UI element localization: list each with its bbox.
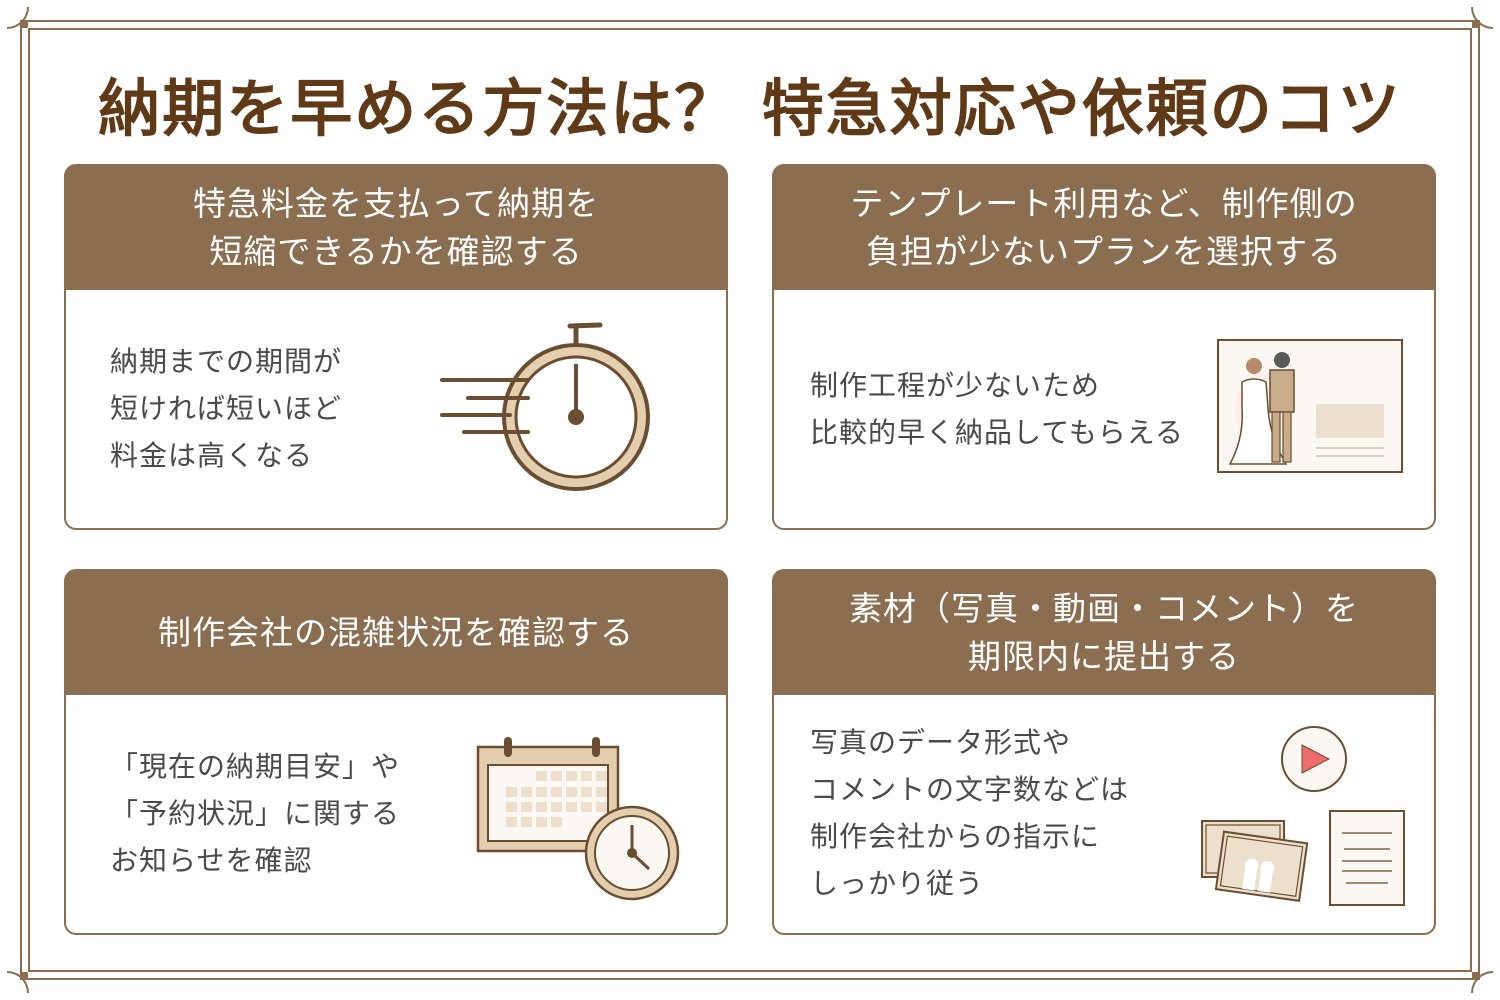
card-body-text: 写真のデータ形式や コメントの文字数などは 制作会社からの指示に しっかり従う xyxy=(810,719,1129,907)
body-line: 「現在の納期目安」や xyxy=(110,750,401,783)
body-line: 「予約状況」に関する xyxy=(110,797,401,830)
calendar-clock-icon xyxy=(476,737,680,901)
card-template-plan: テンプレート利用など、制作側の 負担が少ないプランを選択する 制作工程が少ないた… xyxy=(772,164,1436,530)
frame-corner-bottom-left xyxy=(20,972,28,980)
card-submit-materials: 素材（写真・動画・コメント）を 期限内に提出する 写真のデータ形式や コメントの… xyxy=(772,569,1436,935)
body-line: しっかり従う xyxy=(810,867,985,900)
card-production-status: 制作会社の混雑状況を確認する 「現在の納期目安」や 「予約状況」に関する お知ら… xyxy=(64,569,728,935)
card-heading-line: テンプレート利用など、制作側の xyxy=(850,184,1358,223)
frame-corner-top-left xyxy=(20,20,28,28)
card-heading: 制作会社の混雑状況を確認する xyxy=(64,569,728,697)
body-line: 納期までの期間が xyxy=(110,345,343,378)
wedding-template-icon xyxy=(1217,339,1403,473)
card-body: 「現在の納期目安」や 「予約状況」に関する お知らせを確認 xyxy=(64,695,728,935)
card-body: 写真のデータ形式や コメントの文字数などは 制作会社からの指示に しっかり従う xyxy=(772,695,1436,935)
card-heading: 素材（写真・動画・コメント）を 期限内に提出する xyxy=(772,569,1436,697)
card-heading-line: 期限内に提出する xyxy=(968,637,1240,676)
card-body-text: 納期までの期間が 短ければ短いほど 料金は高くなる xyxy=(110,338,342,479)
card-heading-line: 素材（写真・動画・コメント）を xyxy=(849,589,1359,628)
play-video-icon xyxy=(1281,726,1347,792)
card-heading-line: 短縮できるかを確認する xyxy=(209,232,583,271)
frame-corner-bottom-right xyxy=(1472,972,1480,980)
body-line: 短ければ短いほど xyxy=(110,392,343,425)
card-heading-line: 負担が少ないプランを選択する xyxy=(866,232,1342,271)
card-body: 制作工程が少ないため 比較的早く納品してもらえる xyxy=(772,290,1436,530)
stopwatch-icon xyxy=(440,322,650,491)
card-heading: テンプレート利用など、制作側の 負担が少ないプランを選択する xyxy=(772,164,1436,292)
card-body: 納期までの期間が 短ければ短いほど 料金は高くなる xyxy=(64,290,728,530)
card-heading-line: 特急料金を支払って納期を xyxy=(192,184,600,223)
body-line: 比較的早く納品してもらえる xyxy=(810,416,1184,449)
photo-icon xyxy=(1201,820,1309,902)
outer-frame xyxy=(20,20,1480,980)
document-icon xyxy=(1329,810,1405,906)
body-line: 制作工程が少ないため xyxy=(810,369,1101,402)
card-body-text: 制作工程が少ないため 比較的早く納品してもらえる xyxy=(810,362,1184,456)
materials-icon xyxy=(1201,726,1405,906)
body-line: お知らせを確認 xyxy=(110,844,313,877)
frame-corner-top-right xyxy=(1472,20,1480,28)
card-heading-line: 制作会社の混雑状況を確認する xyxy=(158,613,634,652)
card-heading: 特急料金を支払って納期を 短縮できるかを確認する xyxy=(64,164,728,292)
body-line: 料金は高くなる xyxy=(110,439,314,472)
body-line: 写真のデータ形式や xyxy=(810,726,1072,759)
card-body-text: 「現在の納期目安」や 「予約状況」に関する お知らせを確認 xyxy=(110,743,400,884)
page-title: 納期を早める方法は？ 特急対応や依頼のコツ xyxy=(98,72,1402,145)
body-line: 制作会社からの指示に xyxy=(810,820,1101,853)
card-express-fee: 特急料金を支払って納期を 短縮できるかを確認する 納期までの期間が 短ければ短い… xyxy=(64,164,728,530)
inner-frame xyxy=(28,28,1472,972)
body-line: コメントの文字数などは xyxy=(810,773,1130,806)
